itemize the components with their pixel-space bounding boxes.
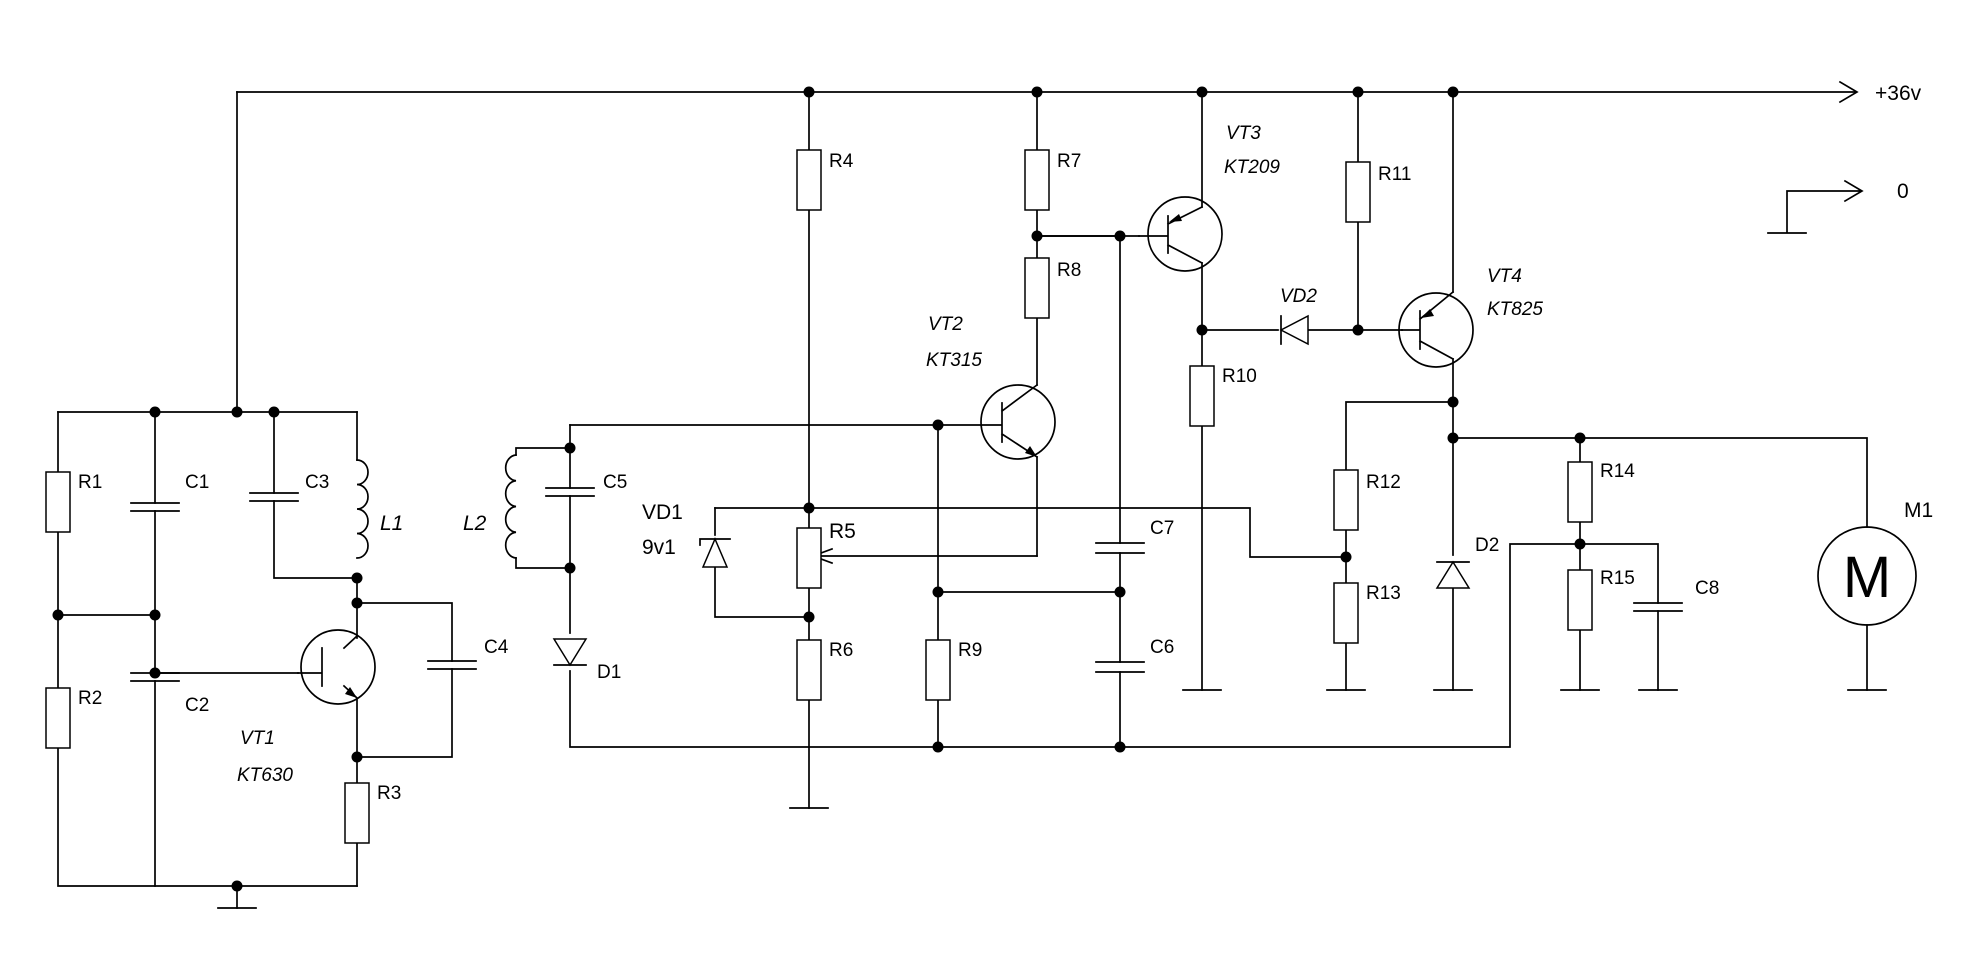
zener-vd1 [699, 537, 731, 568]
transistor-vt4 [1398, 290, 1474, 368]
diode-d2 [1435, 560, 1471, 589]
resistor-r6 [796, 639, 822, 701]
label-vd1-value: 9v1 [642, 536, 676, 559]
label-vt1: VT1 [240, 728, 275, 749]
label-l1: L1 [380, 512, 403, 535]
label-c8: C8 [1695, 578, 1719, 599]
resistor-r11 [1345, 161, 1371, 223]
label-c4: C4 [484, 637, 509, 658]
diode-vd2 [1279, 314, 1309, 346]
resistor-r9 [925, 639, 951, 701]
label-m1: M1 [1904, 499, 1933, 522]
label-r7: R7 [1057, 151, 1081, 172]
resistor-r1 [45, 471, 71, 533]
resistor-r2 [45, 687, 71, 749]
label-vt4-type: KT825 [1487, 299, 1543, 320]
label-r9: R9 [958, 640, 982, 661]
label-vd1: VD1 [642, 501, 683, 524]
supply-label: +36v [1875, 82, 1922, 105]
label-c3: C3 [305, 472, 329, 493]
label-r13: R13 [1366, 583, 1401, 604]
label-r1: R1 [78, 472, 102, 493]
resistor-r10 [1189, 365, 1215, 427]
capacitor-c2 [130, 672, 180, 682]
label-r12: R12 [1366, 472, 1401, 493]
label-c1: C1 [185, 472, 209, 493]
label-l2: L2 [463, 512, 487, 535]
label-r6: R6 [829, 640, 853, 661]
label-r2: R2 [78, 688, 102, 709]
capacitor-c1 [130, 502, 180, 512]
label-r3: R3 [377, 783, 401, 804]
inductor-l1 [356, 459, 369, 559]
label-c7: C7 [1150, 518, 1174, 539]
inductor-l2 [504, 454, 517, 559]
label-r14: R14 [1600, 461, 1635, 482]
label-r5: R5 [829, 520, 856, 543]
resistor-r3 [344, 782, 370, 844]
capacitors [130, 487, 1683, 682]
capacitor-c8 [1633, 602, 1683, 612]
resistor-r8 [1024, 257, 1050, 319]
label-vt3: VT3 [1226, 123, 1261, 144]
label-r4: R4 [829, 151, 854, 172]
capacitor-c4 [427, 660, 477, 670]
label-r15: R15 [1600, 568, 1635, 589]
label-vt2-type: KT315 [926, 350, 982, 371]
resistor-r15 [1567, 569, 1593, 631]
resistor-r14 [1567, 461, 1593, 523]
resistors [45, 149, 1593, 844]
label-d1: D1 [597, 662, 621, 683]
labels: +36v 0 R1 R2 R3 R4 R5 R6 R7 R8 R9 R10 R1… [78, 82, 1933, 804]
ground-legend-symbol [1767, 179, 1864, 234]
label-r11: R11 [1378, 164, 1411, 185]
label-r10: R10 [1222, 366, 1257, 387]
label-r8: R8 [1057, 260, 1081, 281]
label-d2: D2 [1475, 535, 1499, 556]
resistor-r5 [796, 527, 822, 589]
transistor-vt2 [937, 383, 1056, 460]
capacitor-c7 [1095, 542, 1145, 554]
motor-m1: M [1817, 526, 1917, 626]
capacitor-c3 [249, 492, 299, 502]
inductors [356, 454, 517, 559]
diode-d1 [552, 638, 588, 667]
label-vd2: VD2 [1280, 286, 1317, 307]
resistor-r13 [1333, 582, 1359, 644]
motor-symbol: M [1843, 545, 1891, 610]
transistors [297, 196, 1474, 705]
resistor-r12 [1333, 469, 1359, 531]
capacitor-c5 [545, 487, 595, 497]
label-c6: C6 [1150, 637, 1174, 658]
resistor-r7 [1024, 149, 1050, 211]
resistor-r4 [796, 149, 822, 211]
label-vt1-type: KT630 [237, 765, 293, 786]
label-c2: C2 [185, 695, 209, 716]
transistor-vt3 [1138, 196, 1223, 272]
transistor-vt1 [297, 629, 376, 705]
wires [57, 80, 1887, 909]
capacitor-c6 [1095, 661, 1145, 673]
label-vt3-type: KT209 [1224, 157, 1280, 178]
diodes [552, 314, 1471, 667]
label-vt2: VT2 [928, 314, 963, 335]
label-c5: C5 [603, 472, 627, 493]
supply-arrow [1838, 80, 1859, 104]
ground-legend-label: 0 [1897, 180, 1909, 203]
junctions [52, 86, 1586, 892]
label-vt4: VT4 [1487, 266, 1522, 287]
